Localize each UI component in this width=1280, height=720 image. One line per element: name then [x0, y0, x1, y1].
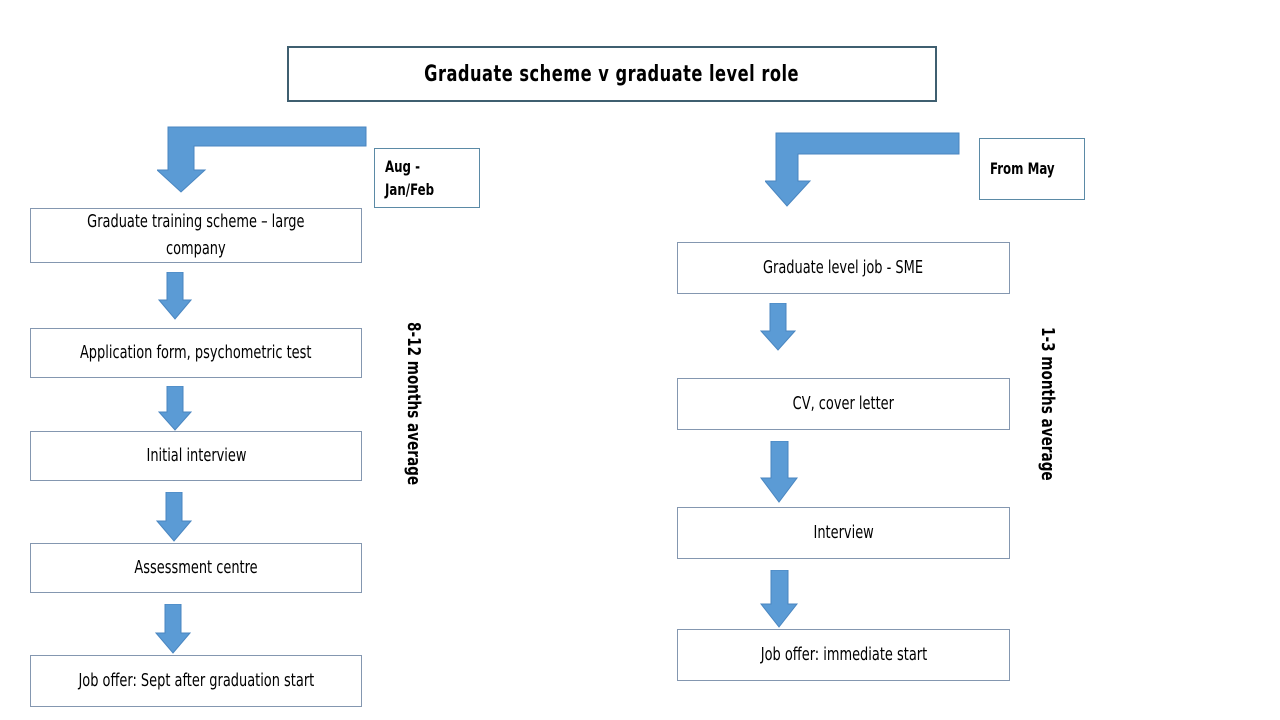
process-box-left-2-label: Application form, psychometric test	[80, 341, 312, 363]
process-box-right-1-label: Graduate level job - SME	[763, 256, 924, 278]
process-box-left-5-label: Job offer: Sept after graduation start	[78, 669, 314, 691]
diagram-title-box: Graduate scheme v graduate level role	[287, 46, 937, 102]
process-box-right-2-label: CV, cover letter	[792, 392, 895, 414]
process-box-right-1[interactable]: Graduate level job - SME	[677, 242, 1010, 294]
process-box-right-3[interactable]: Interview	[677, 507, 1010, 559]
page-title: Graduate scheme v graduate level role	[424, 61, 800, 87]
duration-label-left: 8-12 months average	[403, 322, 424, 486]
process-box-right-3-label: Interview	[813, 521, 874, 543]
process-box-left-3-label: Initial interview	[145, 444, 246, 466]
elbow-arrow-down-icon-left	[157, 125, 367, 195]
arrow-down-icon-left-1	[158, 272, 192, 320]
note-left-label: Aug - Jan/Feb	[385, 156, 435, 199]
arrow-down-icon-left-3	[156, 492, 192, 542]
arrow-down-icon-right-1	[760, 303, 796, 351]
process-box-left-4-label: Assessment centre	[134, 556, 258, 578]
process-box-right-4[interactable]: Job offer: immediate start	[677, 629, 1010, 681]
arrow-down-icon-right-2	[760, 441, 798, 503]
process-box-left-2[interactable]: Application form, psychometric test	[30, 328, 362, 378]
elbow-arrow-down-icon-right	[765, 131, 960, 209]
note-box-right-timing: From May	[979, 138, 1085, 200]
note-right-label: From May	[990, 159, 1055, 179]
duration-label-right: 1-3 months average	[1037, 327, 1058, 481]
arrow-down-icon-right-3	[760, 570, 798, 628]
arrow-down-icon-left-4	[155, 604, 191, 654]
process-box-left-1-label: Graduate training scheme – large company	[87, 211, 305, 259]
process-box-right-4-label: Job offer: immediate start	[760, 643, 927, 665]
process-box-left-3[interactable]: Initial interview	[30, 431, 362, 481]
arrow-down-icon-left-2	[158, 386, 192, 431]
process-box-left-5[interactable]: Job offer: Sept after graduation start	[30, 655, 362, 707]
note-box-left-timing: Aug - Jan/Feb	[374, 148, 480, 208]
process-box-left-4[interactable]: Assessment centre	[30, 543, 362, 593]
process-box-right-2[interactable]: CV, cover letter	[677, 378, 1010, 430]
process-box-left-1[interactable]: Graduate training scheme – large company	[30, 208, 362, 263]
